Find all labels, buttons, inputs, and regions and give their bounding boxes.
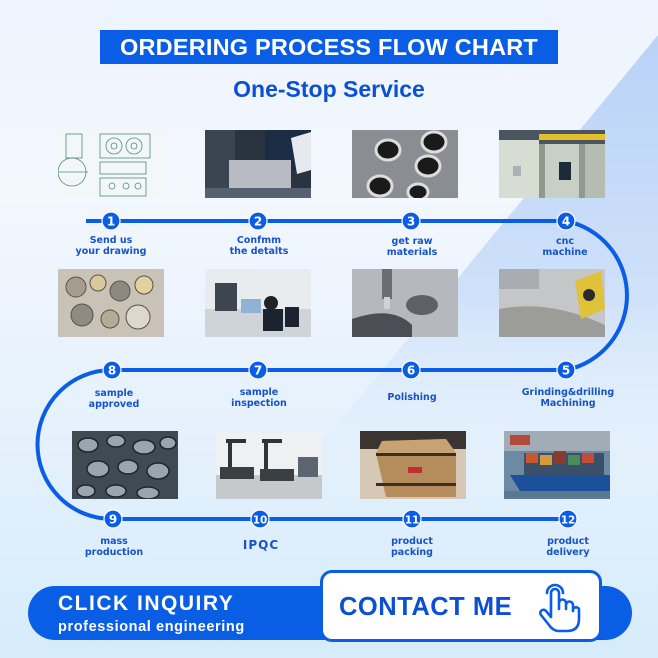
step-number: 5 [562,364,570,378]
step-node-circle [103,509,123,529]
step-node-8: 8 [102,360,122,380]
steel-tubes-photo [352,130,458,198]
step-label-9: mass production [84,536,144,558]
step-node-circle [101,211,121,231]
step-node-1: 1 [101,211,121,231]
inspection-lab-photo [205,269,311,337]
step-number: 11 [405,515,420,527]
step-node-10: 10 [250,509,270,529]
step-number: 3 [407,215,415,229]
step-node-circle [401,211,421,231]
pointing-hand-icon [539,583,581,633]
step-number: 7 [254,364,262,378]
step-node-12: 12 [558,509,578,529]
step-label-2: Confmm the detalts [229,235,289,257]
step-node-circle [556,211,576,231]
page-title: ORDERING PROCESS FLOW CHART [100,30,558,64]
step-node-circle [556,360,576,380]
click-inquiry-subtitle: professional engineering [58,619,245,635]
step-node-circle [248,360,268,380]
cnc-machine-photo [499,130,605,198]
milling-cutter-photo [352,269,458,337]
step-node-circle [248,211,268,231]
machined-parts-photo [58,269,164,337]
step-number: 4 [562,215,570,229]
contact-me-label: CONTACT ME [339,593,513,621]
business-meeting-laptop-photo [205,130,311,198]
step-label-8: sample approved [88,388,140,410]
step-node-4: 4 [556,211,576,231]
step-label-4: cnc machine [542,236,588,258]
step-number: 8 [108,364,116,378]
click-inquiry-title[interactable]: CLICK INQUIRY [58,592,235,615]
step-number: 10 [253,515,268,527]
step-node-circle [401,360,421,380]
lathe-cutting-tool-photo [499,269,605,337]
step-label-6: Polishing [387,392,437,403]
technical-drawing-photo [58,130,164,198]
step-node-5: 5 [556,360,576,380]
step-number: 6 [407,364,415,378]
step-label-7: sample inspection [231,387,287,409]
step-node-9: 9 [103,509,123,529]
cmm-lab-photo [216,431,322,499]
contact-me-button[interactable]: CONTACT ME [320,570,602,642]
step-label-5: Grinding&drilling Machining [521,387,615,409]
step-label-3: get raw materials [386,236,438,258]
step-node-circle [402,509,422,529]
step-node-2: 2 [248,211,268,231]
step-label-11: product packing [391,536,433,558]
step-label-1: Send us your drawing [75,235,147,257]
step-number: 2 [254,215,262,229]
step-node-7: 7 [248,360,268,380]
page-subtitle: One-Stop Service [233,76,425,102]
step-node-11: 11 [402,509,422,529]
step-node-circle [250,509,270,529]
packing-box-photo [360,431,466,499]
step-node-3: 3 [401,211,421,231]
step-label-10: IPQC [242,538,280,552]
step-label-12: product delivery [546,536,590,558]
container-ship-photo [504,431,610,499]
step-number: 12 [561,515,576,527]
step-number: 9 [109,513,117,527]
metal-nuts-pile-photo [72,431,178,499]
step-node-6: 6 [401,360,421,380]
step-number: 1 [107,215,115,229]
flow-line [35,219,629,521]
step-node-circle [558,509,578,529]
step-node-circle [102,360,122,380]
